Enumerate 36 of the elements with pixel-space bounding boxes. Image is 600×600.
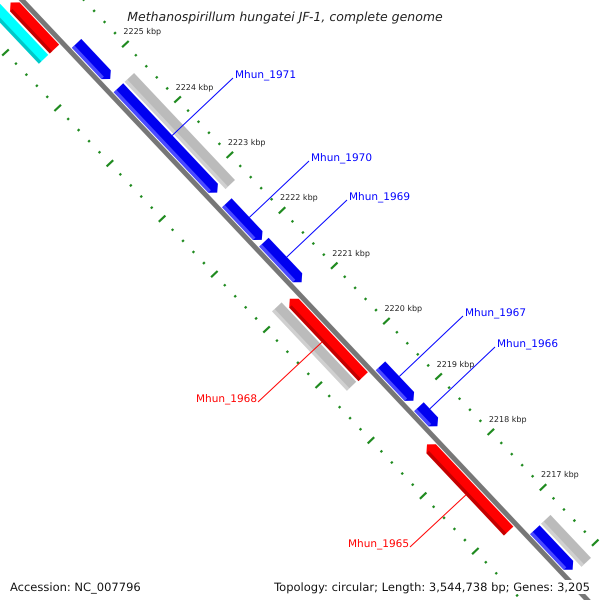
gene-label: Mhun_1966 (497, 338, 558, 351)
scale-label: 2224 kbp (176, 82, 214, 92)
scale-label: 2217 kbp (541, 470, 579, 480)
gene-label: Mhun_1967 (465, 307, 526, 320)
gene-feature (414, 402, 438, 426)
gene-label: Mhun_1971 (235, 69, 296, 82)
gene-feature (10, 2, 60, 54)
scale-label: 2225 kbp (123, 27, 162, 38)
leader-line (429, 346, 496, 410)
gene-feature (530, 525, 574, 570)
gene-feature (222, 198, 262, 240)
gene-label: Mhun_1965 (348, 538, 409, 551)
leader-line (249, 160, 310, 218)
title: Methanospirillum hungatei JF-1, complete genome (126, 9, 444, 24)
gene-label: Mhun_1968 (196, 393, 257, 406)
leader-line (398, 316, 464, 377)
footer-text: Accession: NC_007796 (8, 580, 143, 594)
gene-feature (376, 361, 414, 401)
gene-feature (259, 238, 302, 282)
scale-label: 2221 kbp (332, 248, 370, 259)
scale-label: 2218 kbp (488, 414, 527, 425)
scale-label: 2220 kbp (384, 304, 422, 314)
gene-feature (72, 38, 111, 80)
gene-label: Mhun_1970 (311, 152, 372, 165)
leader-line (410, 494, 466, 548)
footer-text: Topology: circular; Length: 3,544,738 bp; Genes: 3,205 (272, 580, 592, 594)
scale-label: 2223 kbp (228, 138, 266, 148)
gene-label: Mhun_1969 (349, 191, 410, 204)
gene-feature (426, 444, 514, 536)
gene-feature (114, 83, 218, 193)
scale-label: 2219 kbp (436, 360, 474, 370)
leader-line (286, 200, 348, 258)
leader-line (258, 342, 322, 402)
scale-label: 2222 kbp (280, 193, 318, 204)
gene-feature (289, 298, 368, 382)
leader-line (172, 78, 234, 136)
